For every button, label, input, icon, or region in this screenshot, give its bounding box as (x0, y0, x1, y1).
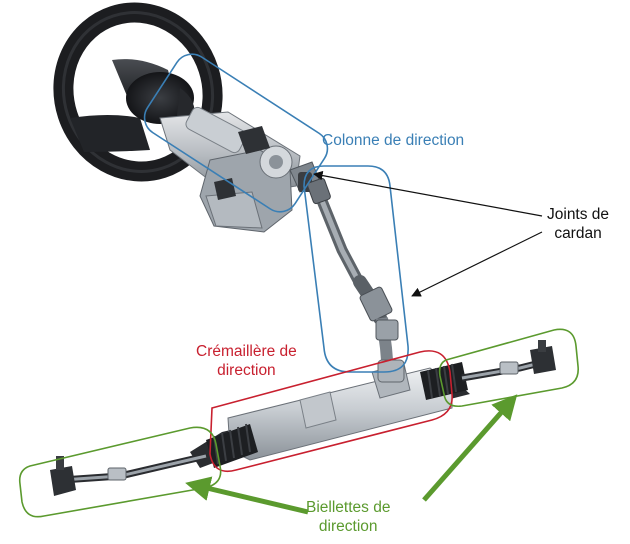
arrow-tierod-left (185, 476, 309, 515)
steering-wheel (53, 2, 223, 182)
intermediate-shaft (307, 177, 399, 373)
arrow-joint-lower (411, 231, 543, 297)
label-cremaillere-direction: Crémaillère de direction (196, 342, 297, 380)
label-joints-cardan: Joints de cardan (547, 205, 609, 243)
rack-outline (209, 350, 453, 473)
steering-column (159, 106, 321, 233)
tie-rod-outline-right (438, 328, 579, 408)
tie-rod-left (50, 452, 207, 496)
label-cremaillere-line2: direction (217, 362, 276, 379)
rack-bellows-right (420, 362, 468, 400)
column-outline-upper (143, 53, 329, 213)
arrow-tierod-right (422, 394, 518, 502)
rack-bellows-left (206, 423, 258, 468)
label-colonne-direction: Colonne de direction (322, 131, 464, 150)
label-biellettes-line1: Biellettes de (306, 499, 391, 516)
arrow-joint-upper (313, 170, 543, 217)
rack-housing (190, 359, 470, 468)
column-outline-lower (303, 165, 409, 373)
label-joints-line2: cardan (554, 225, 602, 242)
tie-rod-right (461, 340, 556, 382)
label-colonne-text: Colonne de direction (322, 132, 465, 149)
label-cremaillere-line1: Crémaillère de (196, 343, 297, 360)
label-biellettes-line2: direction (318, 518, 378, 535)
label-biellettes-direction: Biellettes de direction (306, 498, 390, 536)
label-joints-line1: Joints de (547, 206, 610, 223)
